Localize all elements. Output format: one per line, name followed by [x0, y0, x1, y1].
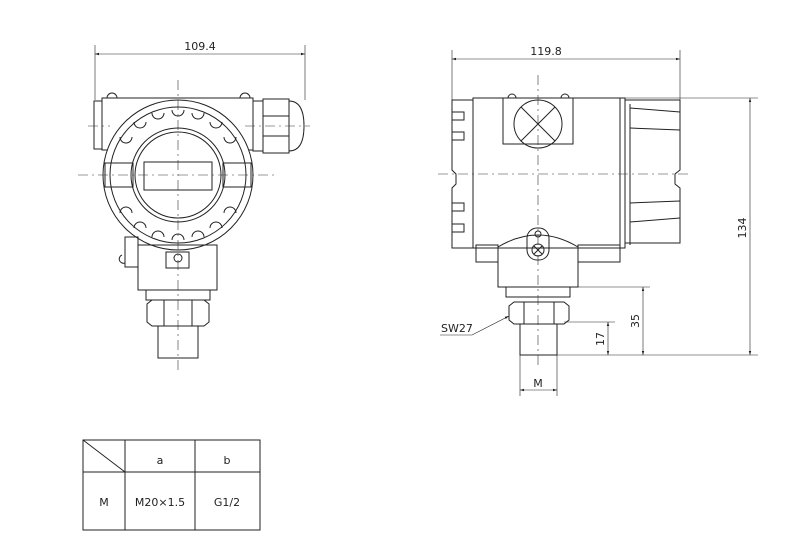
- dimension-table: a b M M20×1.5 G1/2: [82, 439, 261, 531]
- front-view: 109.4: [78, 40, 310, 370]
- side-width-label: 119.8: [530, 45, 562, 58]
- table-header-a: a: [157, 454, 164, 467]
- side-view: 119.8 134 35 17: [438, 45, 758, 396]
- height-label: 134: [736, 218, 749, 239]
- nipple-length-label: 35: [629, 314, 642, 328]
- table-header-b: b: [224, 454, 231, 467]
- thread-size-label: M: [533, 377, 543, 390]
- thread-length-label: 17: [594, 332, 607, 346]
- table-cell-b: G1/2: [214, 496, 240, 509]
- table-cell-a: M20×1.5: [135, 496, 185, 509]
- front-width-label: 109.4: [184, 40, 216, 53]
- table-row-label: M: [99, 496, 109, 509]
- wrench-size-label: SW27: [441, 322, 473, 335]
